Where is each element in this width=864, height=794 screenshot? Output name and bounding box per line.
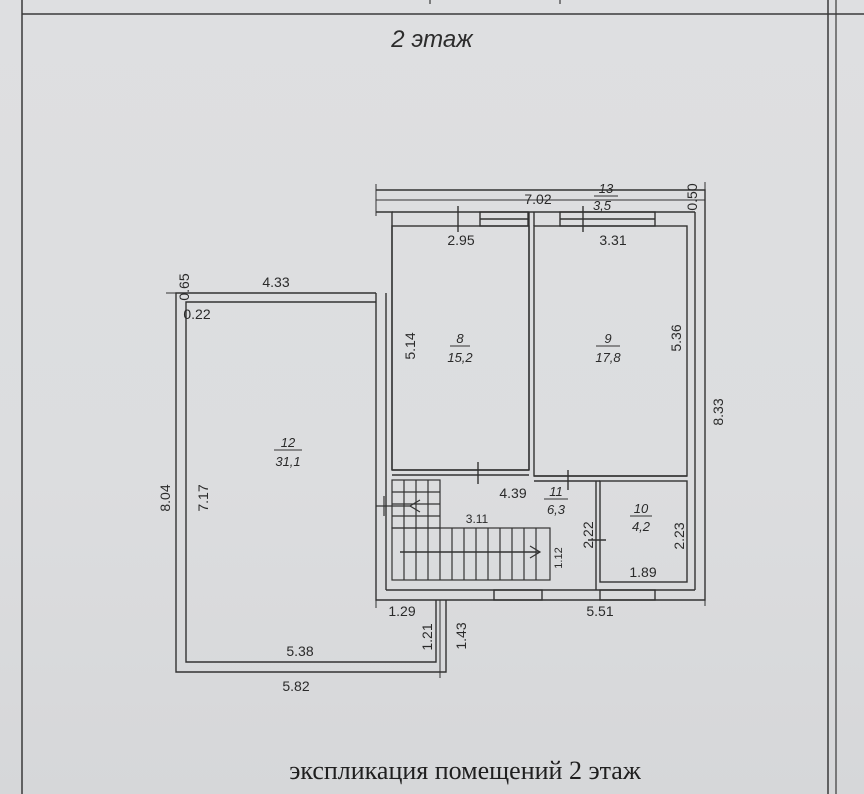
room-8-number: 8	[456, 331, 464, 346]
dim-bottom-right: 5.51	[586, 603, 613, 619]
room-13-number: 13	[599, 181, 614, 196]
dimension-labels: 7.02 0.50 2.95 3.31 4.33 0.65 0.22 5.14 …	[157, 183, 726, 694]
dim-room8-width: 2.95	[447, 232, 474, 248]
dim-stair-width: 3.11	[466, 512, 489, 526]
dim-top-right: 0.50	[684, 183, 700, 210]
walls	[175, 189, 706, 673]
floor-title: 2 этаж	[391, 26, 473, 53]
dimension-marks	[166, 182, 706, 678]
room-13-area: 3,5	[593, 198, 612, 213]
dim-room10-height-right: 2.23	[671, 522, 687, 549]
room-11-area: 6,3	[547, 502, 566, 517]
dim-notch-width: 1.29	[388, 603, 415, 619]
staircase	[376, 479, 551, 581]
dim-room9-width: 3.31	[599, 232, 626, 248]
room-9-number: 9	[604, 331, 611, 346]
room-10-area: 4,2	[632, 519, 651, 534]
dim-left-top-a: 0.65	[176, 273, 192, 300]
dim-room10-height-left: 2.22	[580, 521, 596, 548]
room-12-area: 31,1	[275, 454, 300, 469]
dim-stair-step: 1.12	[553, 547, 565, 568]
room-9-area: 17,8	[595, 350, 621, 365]
dim-room10-width: 1.89	[629, 564, 656, 580]
dim-left-total: 8.04	[157, 484, 173, 511]
room-labels: 8 15,2 9 17,8 10 4,2 11 6,3 12 31,1 13 3…	[274, 181, 652, 534]
dim-hall-width: 4.39	[499, 485, 526, 501]
dim-right-total: 8.33	[710, 398, 726, 425]
dim-left-top-b: 0.22	[183, 306, 210, 322]
dim-room12-top: 4.33	[262, 274, 289, 290]
dim-room12-height: 7.17	[195, 484, 211, 511]
dim-notch-outer: 1.43	[453, 622, 469, 649]
room-8-area: 15,2	[447, 350, 473, 365]
caption: экспликация помещений 2 этаж	[289, 756, 641, 785]
room-10-number: 10	[634, 501, 649, 516]
dim-room9-height: 5.36	[668, 324, 684, 351]
dim-bottom-total: 5.82	[282, 678, 309, 694]
dim-room8-height: 5.14	[402, 332, 418, 359]
dim-notch-inner: 1.21	[419, 623, 435, 650]
room-11-number: 11	[549, 484, 563, 499]
room-12-number: 12	[281, 435, 296, 450]
dim-top-total: 7.02	[524, 191, 551, 207]
dim-room12-bottom: 5.38	[286, 643, 313, 659]
sheet-frame	[21, 0, 864, 794]
